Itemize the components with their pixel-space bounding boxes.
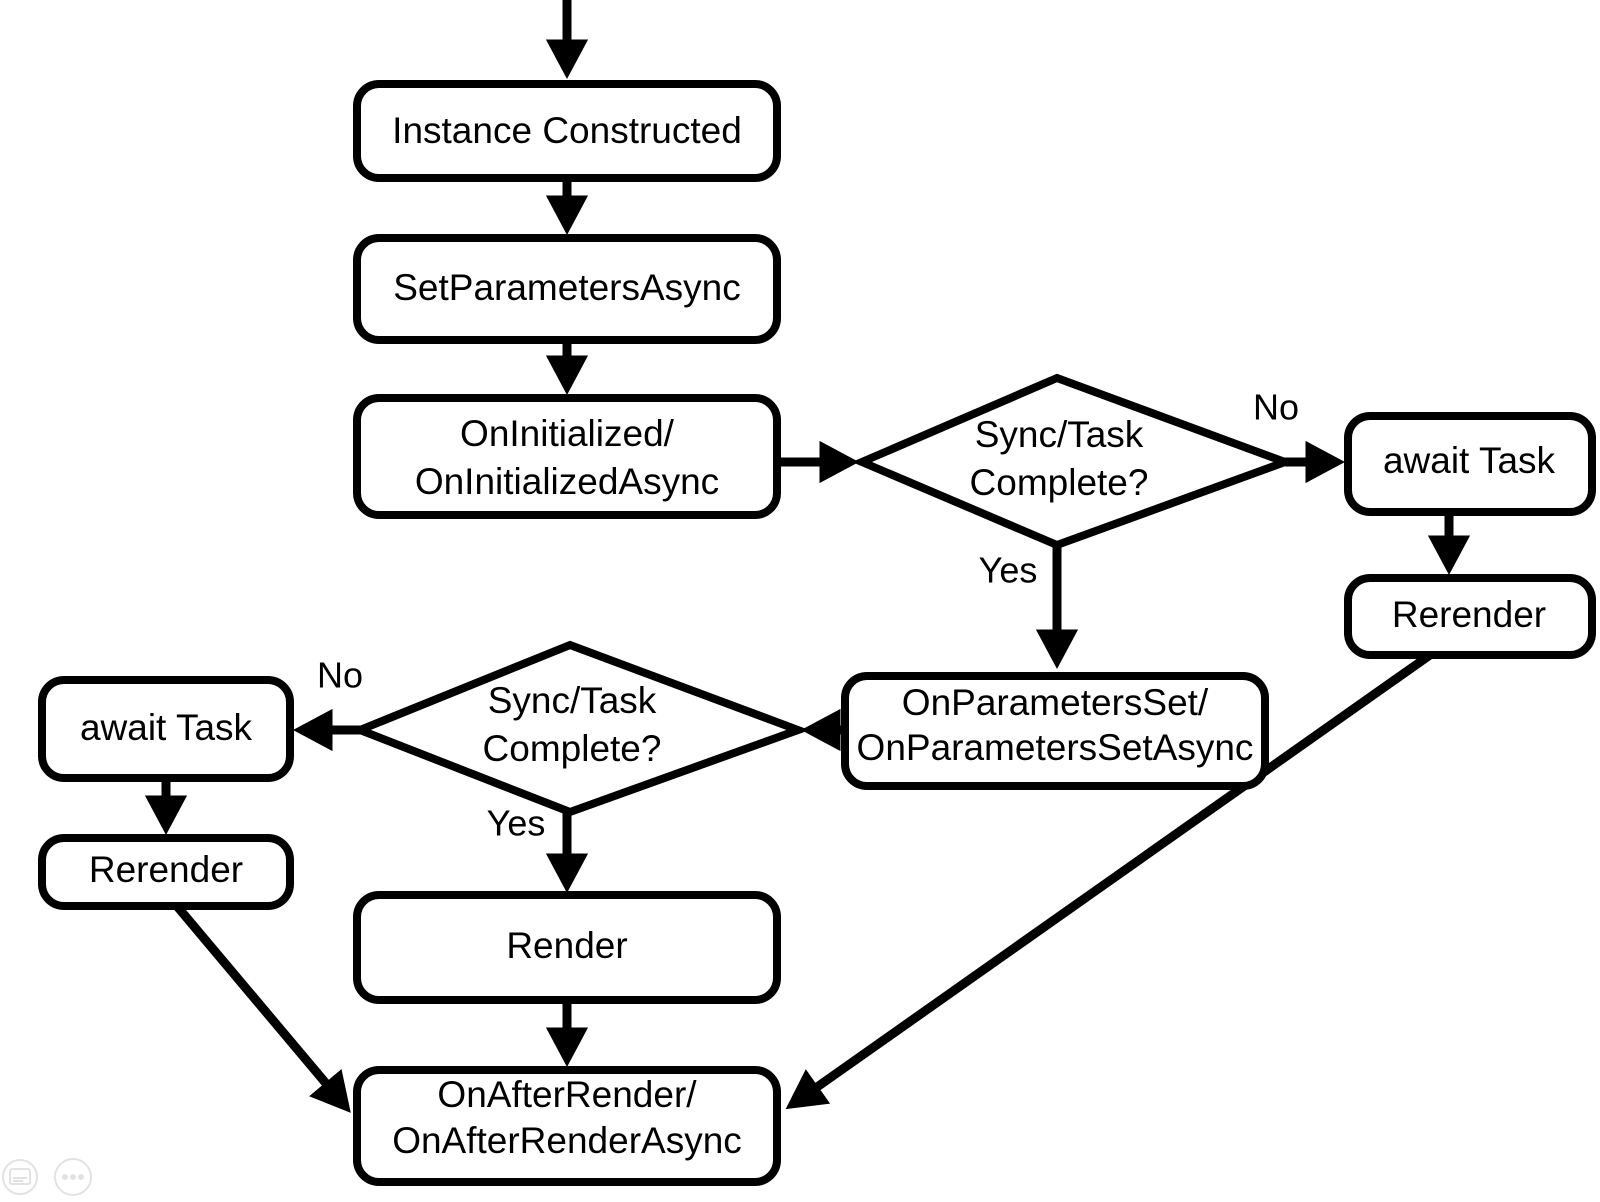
node-on-after-render[interactable]: OnAfterRender/ OnAfterRenderAsync <box>353 1066 781 1186</box>
node-instance-constructed[interactable]: Instance Constructed <box>353 80 781 182</box>
await-task-left-box[interactable] <box>38 676 294 782</box>
decision-two-label-line2: Complete? <box>483 728 662 769</box>
node-decision-sync-task-complete-one[interactable]: Sync/Task Complete? <box>851 373 1297 550</box>
set-parameters-async-box[interactable] <box>353 234 781 344</box>
on-after-render-box[interactable] <box>353 1066 781 1186</box>
node-rerender-right[interactable]: Rerender <box>1344 574 1596 659</box>
on-parameters-set-box[interactable] <box>841 672 1269 790</box>
decision-two-diamond[interactable] <box>349 640 810 817</box>
await-task-right-box[interactable] <box>1344 412 1596 516</box>
node-await-task-right[interactable]: await Task <box>1344 412 1596 516</box>
on-after-render-label-line1: OnAfterRender/ <box>437 1074 697 1115</box>
on-initialized-label-line1: OnInitialized/ <box>460 413 675 454</box>
edge-label-decision-one-no: No <box>1253 387 1299 428</box>
node-set-parameters-async[interactable]: SetParametersAsync <box>353 234 781 344</box>
node-on-parameters-set[interactable]: OnParametersSet/ OnParametersSetAsync <box>841 672 1269 790</box>
on-initialized-label-line2: OnInitializedAsync <box>415 461 719 502</box>
rerender-right-label: Rerender <box>1392 594 1546 635</box>
await-task-right-label: await Task <box>1383 440 1556 481</box>
edge-label-decision-two-yes: Yes <box>487 803 546 844</box>
node-on-initialized[interactable]: OnInitialized/ OnInitializedAsync <box>353 394 781 519</box>
card-watermark-icon <box>2 1159 38 1195</box>
edge-rerender-right-to-on-after-render <box>785 651 1433 1110</box>
node-decision-sync-task-complete-two[interactable]: Sync/Task Complete? <box>349 640 810 817</box>
on-parameters-set-label-line2: OnParametersSetAsync <box>857 727 1254 768</box>
decision-one-label-line2: Complete? <box>970 462 1149 503</box>
edge-rerender-left-to-on-after-render <box>172 902 351 1113</box>
instance-constructed-box[interactable] <box>353 80 781 182</box>
edge-label-decision-one-yes: Yes <box>979 550 1038 591</box>
decision-two-label-line1: Sync/Task <box>488 680 657 721</box>
on-after-render-label-line2: OnAfterRenderAsync <box>392 1120 742 1161</box>
node-render[interactable]: Render <box>353 891 781 1004</box>
rerender-left-box[interactable] <box>38 834 294 910</box>
edge-label-decision-two-no: No <box>317 655 363 696</box>
ellipsis-watermark-icon <box>54 1158 92 1196</box>
await-task-left-label: await Task <box>80 707 253 748</box>
set-parameters-async-label: SetParametersAsync <box>393 267 741 308</box>
rerender-left-label: Rerender <box>89 849 243 890</box>
render-label: Render <box>506 925 627 966</box>
rerender-right-box[interactable] <box>1344 574 1596 659</box>
node-await-task-left[interactable]: await Task <box>38 676 294 782</box>
instance-constructed-label: Instance Constructed <box>392 110 742 151</box>
decision-one-diamond[interactable] <box>851 373 1297 550</box>
on-parameters-set-label-line1: OnParametersSet/ <box>902 682 1209 723</box>
render-box[interactable] <box>353 891 781 1004</box>
on-initialized-box[interactable] <box>353 394 781 519</box>
node-rerender-left[interactable]: Rerender <box>38 834 294 910</box>
decision-one-label-line1: Sync/Task <box>975 414 1144 455</box>
